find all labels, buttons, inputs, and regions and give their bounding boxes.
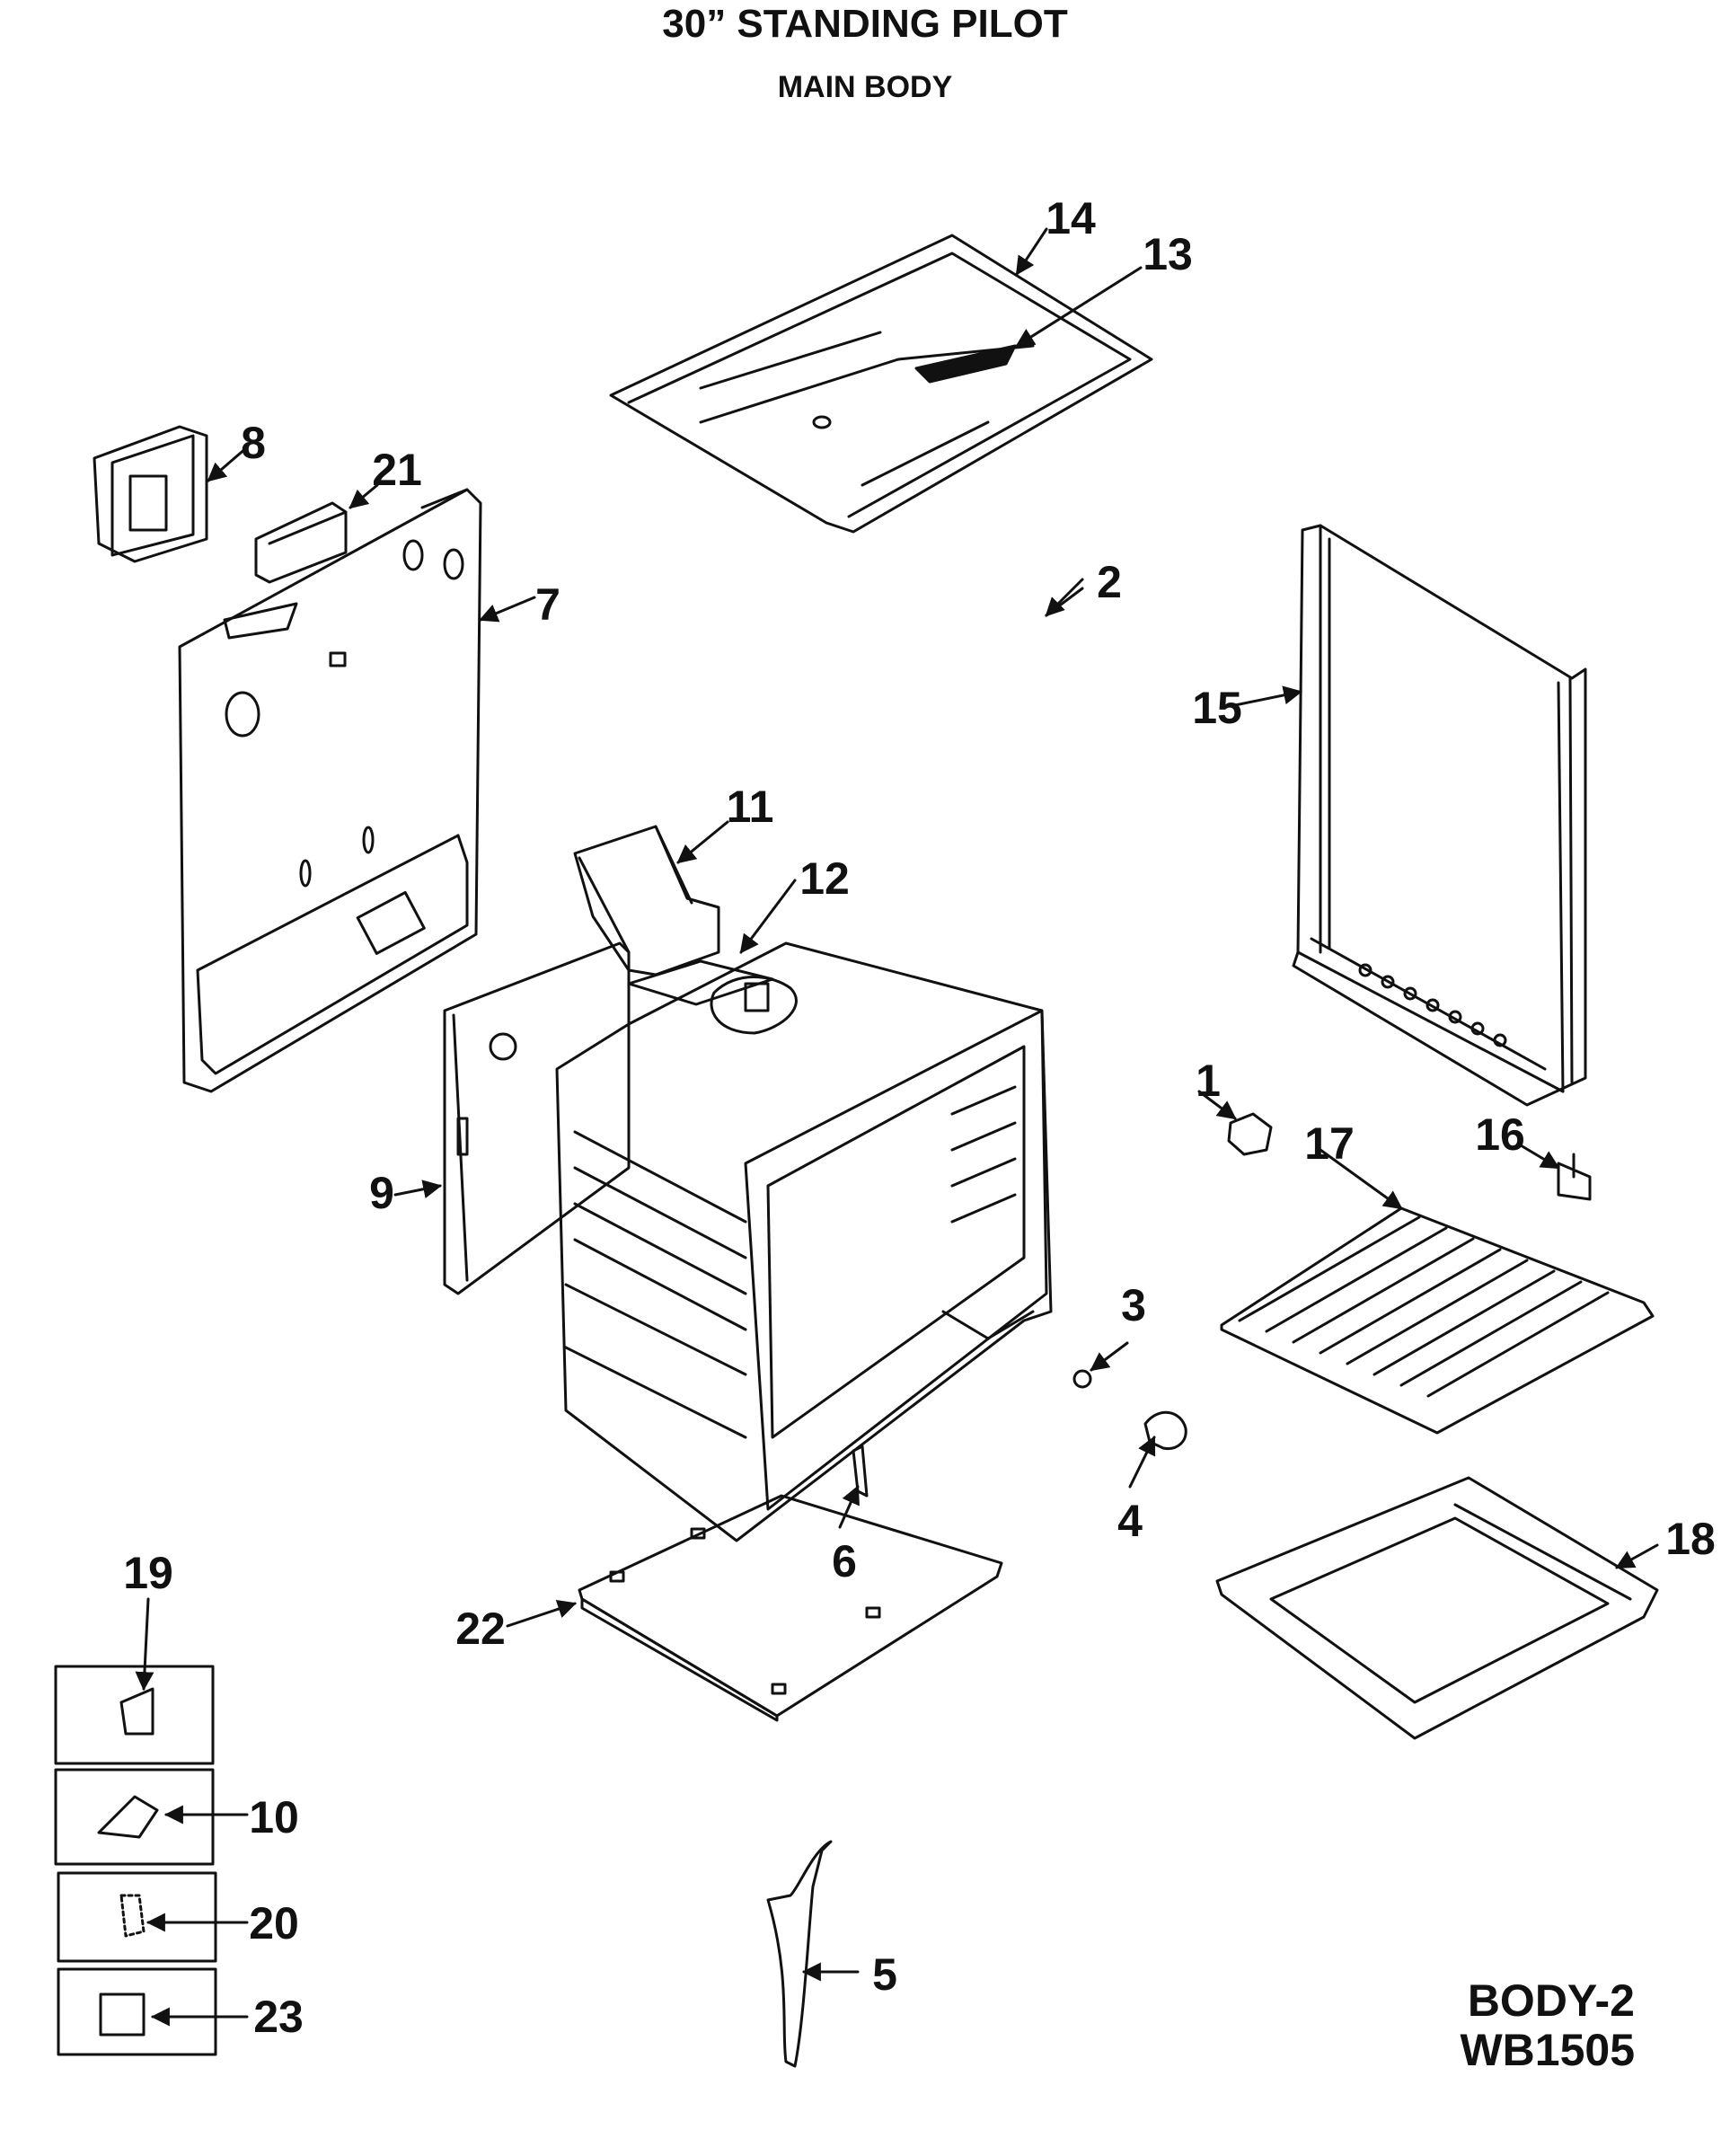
part-21-bracket bbox=[254, 501, 348, 584]
part-6-bracket bbox=[852, 1445, 869, 1498]
part-5-pilot-assembly bbox=[766, 1840, 833, 2068]
inset-box-19 bbox=[54, 1665, 215, 1765]
callout-labels: 1 2 3 4 5 6 7 8 9 10 11 12 13 14 15 16 1… bbox=[123, 193, 1716, 2042]
callout-6: 6 bbox=[832, 1536, 857, 1586]
part-11-flue-duct bbox=[573, 825, 720, 976]
callout-10: 10 bbox=[249, 1792, 299, 1842]
callout-15: 15 bbox=[1192, 683, 1242, 733]
callout-20: 20 bbox=[249, 1898, 299, 1948]
callout-1: 1 bbox=[1196, 1056, 1221, 1106]
part-14-top-panel bbox=[609, 234, 1153, 534]
part-1-knob-clip bbox=[1227, 1112, 1273, 1156]
part-7-back-panel bbox=[178, 488, 482, 1093]
part-16-leveling-leg bbox=[1557, 1153, 1592, 1201]
callout-11: 11 bbox=[727, 782, 774, 832]
callout-2: 2 bbox=[1097, 557, 1122, 607]
callout-21: 21 bbox=[372, 445, 422, 495]
callout-12: 12 bbox=[799, 853, 850, 904]
part-15-side-panel bbox=[1292, 524, 1587, 1107]
part-3-bushing bbox=[1072, 1369, 1092, 1389]
callout-16: 16 bbox=[1475, 1109, 1525, 1160]
callout-14: 14 bbox=[1046, 193, 1096, 243]
diagram-subtitle: MAIN BODY bbox=[777, 70, 953, 104]
part-4-knob bbox=[1143, 1410, 1187, 1451]
callout-18: 18 bbox=[1665, 1514, 1716, 1564]
part-22-base-panel bbox=[578, 1494, 1003, 1722]
callout-22: 22 bbox=[455, 1604, 506, 1654]
diagram-title: 30” STANDING PILOT bbox=[662, 2, 1068, 46]
part-12-gasket bbox=[627, 959, 798, 1035]
callout-9: 9 bbox=[369, 1168, 394, 1218]
part-2-oven-body bbox=[555, 941, 1053, 1542]
part-8-junction-box bbox=[93, 425, 208, 563]
part-17-oven-rack bbox=[1220, 1206, 1655, 1435]
callout-3: 3 bbox=[1121, 1280, 1146, 1330]
callout-23: 23 bbox=[253, 1992, 304, 2042]
callout-5: 5 bbox=[872, 1949, 897, 2000]
callout-17: 17 bbox=[1304, 1118, 1355, 1169]
reference-code-2: WB1505 bbox=[1460, 2025, 1635, 2075]
callout-13: 13 bbox=[1143, 229, 1193, 279]
inset-box-23 bbox=[57, 1967, 217, 2056]
callout-19: 19 bbox=[123, 1548, 173, 1598]
reference-code-1: BODY-2 bbox=[1467, 1975, 1635, 2026]
callout-4: 4 bbox=[1117, 1496, 1143, 1546]
inset-box-10 bbox=[54, 1768, 215, 1866]
inset-box-20 bbox=[57, 1871, 217, 1963]
part-9-side-panel bbox=[443, 941, 631, 1295]
leader-lines bbox=[135, 227, 1659, 2027]
callout-8: 8 bbox=[241, 418, 266, 468]
part-18-oven-bottom bbox=[1215, 1476, 1659, 1740]
callout-7: 7 bbox=[535, 579, 560, 630]
